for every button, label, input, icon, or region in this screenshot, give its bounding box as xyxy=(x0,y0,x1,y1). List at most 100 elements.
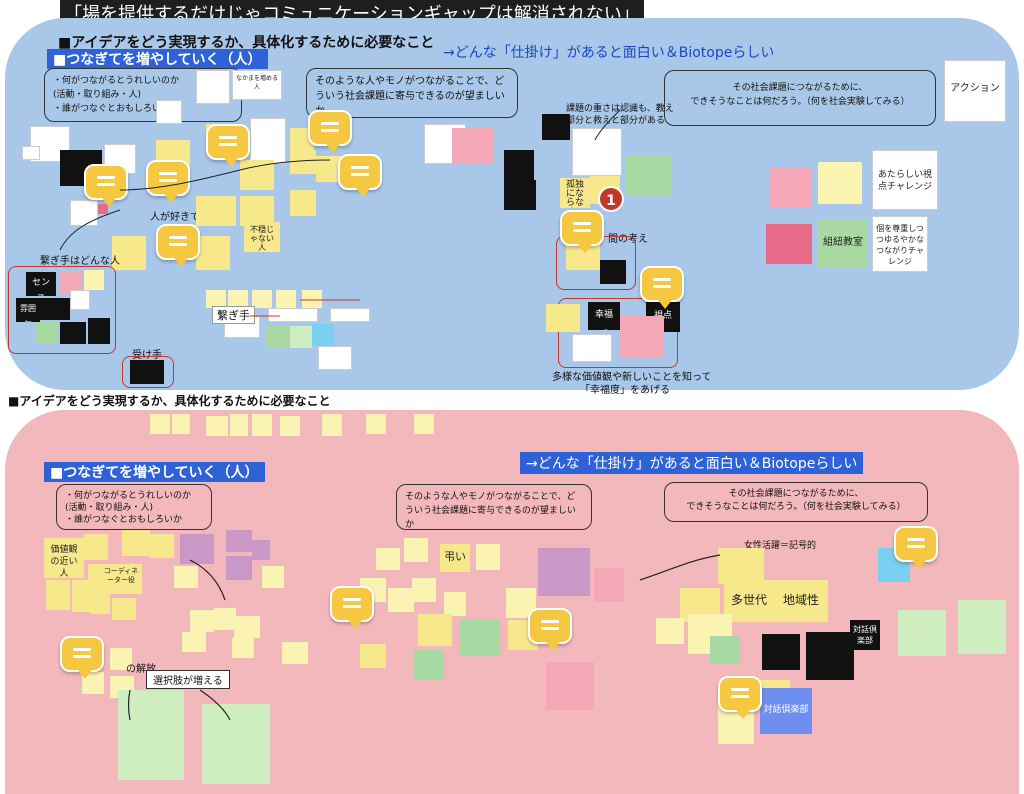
comment-icon[interactable] xyxy=(640,266,684,309)
sticky-note[interactable] xyxy=(174,566,198,588)
comment-icon[interactable] xyxy=(528,608,572,651)
sticky-note[interactable] xyxy=(202,704,270,784)
sticky-note[interactable] xyxy=(90,594,110,614)
sticky-note[interactable] xyxy=(122,530,150,556)
sticky-note[interactable] xyxy=(112,236,146,270)
sticky-note[interactable] xyxy=(60,322,86,344)
sticky-note[interactable] xyxy=(150,414,170,434)
sticky-note[interactable]: 不穏じゃない人 xyxy=(244,222,280,252)
sticky-note[interactable] xyxy=(206,290,226,308)
sticky-note[interactable] xyxy=(762,634,800,670)
sticky-note[interactable]: コーディネーター役 xyxy=(100,564,142,594)
sticky-note[interactable] xyxy=(196,70,230,104)
sticky-note[interactable]: 対話倶楽部 xyxy=(850,620,880,650)
sticky-note[interactable] xyxy=(46,580,70,610)
sticky-note[interactable] xyxy=(280,416,300,436)
sticky-note[interactable] xyxy=(414,650,444,680)
sticky-note[interactable] xyxy=(404,538,428,562)
sticky-note[interactable] xyxy=(710,636,740,664)
sticky-note[interactable] xyxy=(266,326,290,348)
sticky-note[interactable]: 価値観の近い人 xyxy=(44,538,84,578)
sticky-note[interactable] xyxy=(240,160,274,190)
sticky-note[interactable] xyxy=(770,168,812,208)
sticky-note[interactable] xyxy=(818,162,862,204)
sticky-note[interactable] xyxy=(366,414,386,434)
sticky-note[interactable]: 孤独にならない xyxy=(560,178,590,208)
sticky-note[interactable] xyxy=(110,648,132,670)
sticky-note[interactable] xyxy=(196,236,230,270)
sticky-note[interactable] xyxy=(196,196,236,226)
comment-icon[interactable] xyxy=(894,526,938,569)
sticky-note[interactable] xyxy=(190,610,214,632)
sticky-note[interactable] xyxy=(476,544,500,570)
sticky-note[interactable] xyxy=(84,270,104,290)
sticky-note[interactable] xyxy=(290,150,316,174)
action-sticky[interactable]: アクション xyxy=(944,60,1006,122)
sticky-note[interactable] xyxy=(626,156,672,196)
comment-icon[interactable] xyxy=(84,164,128,207)
comment-icon[interactable] xyxy=(206,124,250,167)
comment-icon[interactable] xyxy=(60,636,104,679)
sticky-note[interactable]: 雰囲気 xyxy=(16,298,40,322)
sticky-note[interactable] xyxy=(182,632,206,652)
sticky-note[interactable] xyxy=(620,316,664,358)
sticky-note[interactable] xyxy=(290,190,316,216)
sticky-note[interactable] xyxy=(230,414,248,436)
sticky-note[interactable] xyxy=(546,662,594,710)
sticky-note[interactable] xyxy=(88,318,110,344)
sticky-note[interactable] xyxy=(572,334,612,362)
sticky-note[interactable] xyxy=(388,588,414,612)
sticky-note[interactable]: センス xyxy=(26,272,56,296)
sticky-note[interactable] xyxy=(958,600,1006,654)
sticky-note[interactable]: 組紐教室 xyxy=(818,220,868,268)
sticky-note[interactable] xyxy=(240,196,274,226)
sticky-note[interactable] xyxy=(766,224,812,264)
sticky-note[interactable] xyxy=(98,204,108,214)
sticky-note[interactable] xyxy=(252,414,272,436)
sticky-note[interactable] xyxy=(226,530,252,552)
sticky-note[interactable] xyxy=(156,100,182,124)
comment-icon[interactable] xyxy=(330,586,374,629)
sticky-note[interactable] xyxy=(412,578,436,602)
sticky-note[interactable] xyxy=(322,414,342,436)
sticky-note[interactable] xyxy=(330,308,370,322)
sticky-note[interactable] xyxy=(504,180,536,210)
sticky-note[interactable] xyxy=(40,298,70,320)
sticky-note[interactable] xyxy=(538,548,590,596)
sticky-note[interactable] xyxy=(414,414,434,434)
sticky-note[interactable] xyxy=(214,608,236,630)
comment-icon[interactable] xyxy=(146,160,190,203)
sticky-note[interactable] xyxy=(252,540,270,560)
sticky-note[interactable]: 個を尊重しつつゆるやかなつながりチャレンジ xyxy=(872,216,928,272)
sticky-note[interactable] xyxy=(70,200,98,226)
comment-icon[interactable] xyxy=(338,154,382,197)
sticky-note[interactable] xyxy=(232,638,254,658)
sticky-note[interactable] xyxy=(130,360,164,384)
sticky-note[interactable] xyxy=(718,548,764,584)
sticky-note[interactable]: あたらしい視点チャレンジ xyxy=(872,150,938,210)
sticky-note[interactable] xyxy=(302,290,322,308)
sticky-note[interactable] xyxy=(656,618,684,644)
sticky-note[interactable] xyxy=(460,620,500,656)
sticky-note[interactable] xyxy=(226,556,252,580)
sticky-note[interactable] xyxy=(150,534,174,558)
sticky-note[interactable] xyxy=(84,534,108,560)
sticky-note[interactable] xyxy=(546,304,580,332)
sticky-note[interactable] xyxy=(806,632,854,680)
sticky-note[interactable]: 弔い xyxy=(440,544,470,572)
sticky-note[interactable] xyxy=(898,610,946,656)
sticky-note[interactable] xyxy=(180,534,214,564)
sticky-note[interactable] xyxy=(36,322,58,344)
sticky-note[interactable] xyxy=(172,414,190,434)
sticky-note[interactable]: 幸福感 xyxy=(588,302,620,330)
sticky-note[interactable] xyxy=(268,308,318,322)
sticky-note[interactable]: 対話倶楽部 xyxy=(760,688,812,734)
sticky-note[interactable] xyxy=(542,114,570,140)
sticky-note[interactable] xyxy=(234,616,260,638)
sticky-note[interactable] xyxy=(594,568,624,602)
sticky-note[interactable] xyxy=(290,326,312,348)
comment-icon[interactable] xyxy=(718,676,762,719)
sticky-note[interactable] xyxy=(376,548,400,570)
notification-badge[interactable]: 1 xyxy=(598,186,624,212)
sticky-note[interactable] xyxy=(60,272,82,294)
